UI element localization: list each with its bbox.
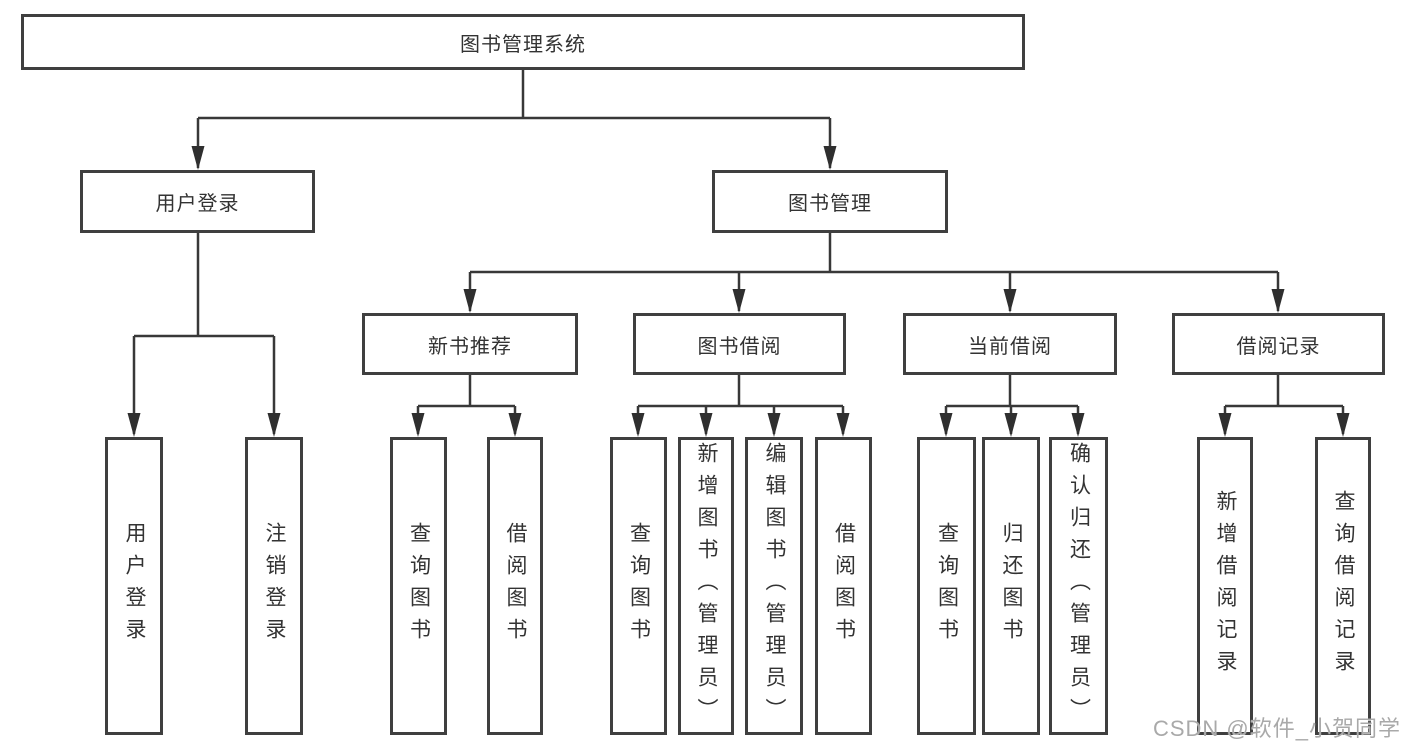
node-return-book: 归还图书 <box>982 437 1040 735</box>
node-book-management-branch: 图书管理 <box>712 170 948 233</box>
node-label: 编辑图书（管理员） <box>763 442 786 730</box>
node-borrow-book: 借阅图书 <box>815 437 872 735</box>
node-query-borrow-record: 查询借阅记录 <box>1315 437 1371 735</box>
node-logout: 注销登录 <box>245 437 303 735</box>
node-label: 借阅图书 <box>504 522 527 650</box>
node-label: 查询图书 <box>627 522 651 650</box>
node-label: 用户登录 <box>123 522 146 650</box>
node-label: 新书推荐 <box>428 335 512 358</box>
node-label: 确认归还（管理员） <box>1067 442 1091 730</box>
node-borrow-book-recommend: 借阅图书 <box>487 437 543 735</box>
node-user-login-leaf: 用户登录 <box>105 437 163 735</box>
node-label: 当前借阅 <box>968 335 1052 358</box>
node-label: 图书管理 <box>788 193 872 215</box>
node-confirm-return-admin: 确认归还（管理员） <box>1049 437 1108 735</box>
node-add-book-admin: 新增图书（管理员） <box>678 437 734 735</box>
node-edit-book-admin: 编辑图书（管理员） <box>745 437 803 735</box>
node-label: 借阅图书 <box>832 522 856 650</box>
node-label: 查询借阅记录 <box>1332 490 1355 682</box>
node-label: 归还图书 <box>1000 522 1023 650</box>
node-query-books-borrowing: 查询图书 <box>610 437 667 735</box>
node-new-book-recommendation: 新书推荐 <box>362 313 578 375</box>
node-label: 查询图书 <box>935 522 959 650</box>
node-borrowing-records: 借阅记录 <box>1172 313 1385 375</box>
node-label: 借阅记录 <box>1236 335 1321 358</box>
node-label: 新增借阅记录 <box>1214 490 1237 682</box>
node-label: 查询图书 <box>407 522 431 650</box>
arrowheads <box>127 146 1350 437</box>
node-label: 用户登录 <box>155 193 240 215</box>
node-label: 图书管理系统 <box>460 33 586 56</box>
csdn-watermark: CSDN @软件_小贺同学 <box>1152 716 1401 741</box>
node-query-books-recommend: 查询图书 <box>390 437 447 735</box>
node-query-books-current: 查询图书 <box>917 437 976 735</box>
node-label: 新增图书（管理员） <box>695 442 718 730</box>
node-current-borrowing: 当前借阅 <box>903 313 1117 375</box>
node-label: 注销登录 <box>263 522 286 650</box>
node-label: 图书借阅 <box>697 335 782 358</box>
node-user-login-branch: 用户登录 <box>80 170 315 233</box>
node-book-borrowing: 图书借阅 <box>633 313 846 375</box>
node-add-borrow-record: 新增借阅记录 <box>1197 437 1253 735</box>
node-library-management-system: 图书管理系统 <box>21 14 1025 70</box>
